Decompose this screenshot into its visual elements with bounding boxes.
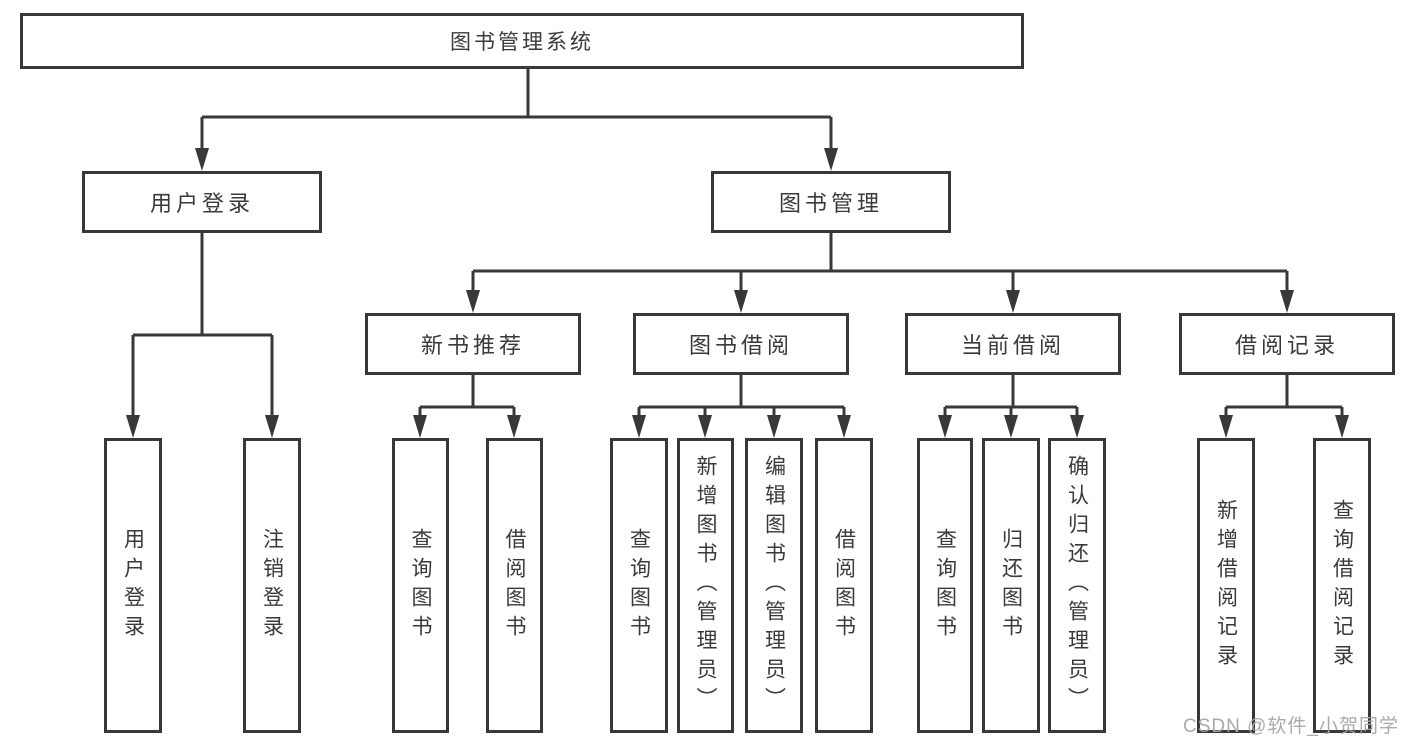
node-leaf-query-books-borrow: 查询图书 [610, 438, 668, 733]
node-leaf-edit-books-admin: 编辑图书（管理员） [745, 438, 803, 733]
node-leaf-confirm-return-admin: 确认归还（管理员） [1048, 438, 1106, 733]
node-leaf-return-books: 归还图书 [982, 438, 1040, 733]
arrowheads [126, 148, 1349, 438]
node-leaf-borrow-books: 借阅图书 [815, 438, 873, 733]
node-leaf-add-borrow-record: 新增借阅记录 [1197, 438, 1255, 733]
node-leaf-user-login: 用户登录 [104, 438, 162, 733]
node-book-borrow: 图书借阅 [633, 313, 849, 375]
node-leaf-logout: 注销登录 [243, 438, 301, 733]
node-branch-user-login: 用户登录 [82, 171, 322, 233]
node-leaf-query-books-recommend: 查询图书 [392, 438, 449, 733]
node-leaf-borrow-books-recommend: 借阅图书 [486, 438, 543, 733]
node-leaf-query-borrow-record: 查询借阅记录 [1313, 438, 1371, 733]
node-root: 图书管理系统 [20, 13, 1024, 69]
node-borrow-records: 借阅记录 [1179, 313, 1395, 375]
node-current-borrow: 当前借阅 [905, 313, 1121, 375]
node-new-book-recommend: 新书推荐 [365, 313, 581, 375]
node-leaf-add-books-admin: 新增图书（管理员） [677, 438, 734, 733]
tree-edges [131, 69, 1344, 420]
csdn-watermark: CSDN @软件_小贺同学 [1183, 716, 1399, 737]
node-leaf-query-books-current: 查询图书 [917, 438, 973, 733]
node-branch-book-mgmt: 图书管理 [711, 171, 951, 233]
